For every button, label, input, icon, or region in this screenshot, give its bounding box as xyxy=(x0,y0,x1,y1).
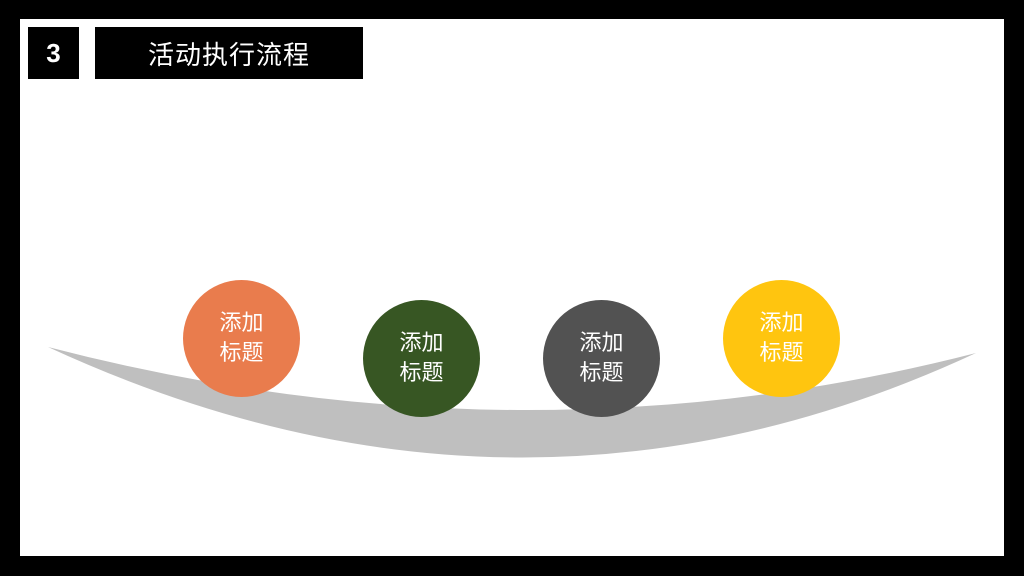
step-label-line2: 标题 xyxy=(219,340,264,366)
step-label-line1: 添加 xyxy=(399,330,444,356)
step-label-line1: 添加 xyxy=(759,310,804,336)
step-label-line1: 添加 xyxy=(579,330,624,356)
step-circle-1[interactable]: 添加 标题 xyxy=(183,280,300,397)
title-banner: 活动执行流程 xyxy=(95,27,363,79)
step-label-line1: 添加 xyxy=(219,310,264,336)
step-circle-2[interactable]: 添加 标题 xyxy=(363,300,480,417)
section-number: 3 xyxy=(46,37,61,68)
step-circle-4[interactable]: 添加 标题 xyxy=(723,280,840,397)
page-title: 活动执行流程 xyxy=(147,40,310,71)
section-number-badge: 3 xyxy=(28,27,79,79)
step-circle-3[interactable]: 添加 标题 xyxy=(543,300,660,417)
slide-canvas xyxy=(20,19,1004,556)
step-label-line2: 标题 xyxy=(759,340,804,366)
step-label-line2: 标题 xyxy=(579,360,624,386)
step-label-line2: 标题 xyxy=(399,360,444,386)
